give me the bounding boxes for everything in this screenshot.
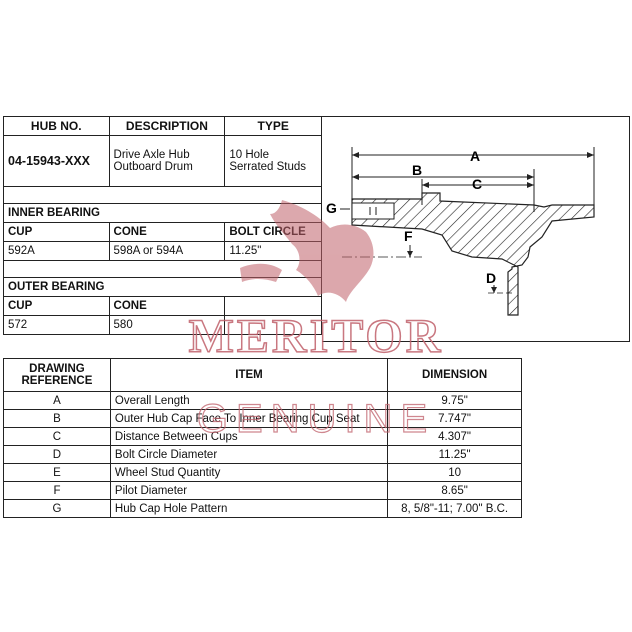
row-reference: A <box>3 391 111 410</box>
row-dimension: 8.65" <box>387 481 522 500</box>
arrow-icon <box>422 182 429 188</box>
description-header: DESCRIPTION <box>108 116 226 136</box>
inner-cup-value: 592A <box>3 241 110 261</box>
outer-bearing-title-row: OUTER BEARING <box>3 277 322 297</box>
row-item: Pilot Diameter <box>109 481 389 500</box>
spec-header-row: HUB NO. DESCRIPTION TYPE <box>3 116 322 136</box>
dimensions-header-row: DRAWING REFERENCE ITEM DIMENSION <box>3 358 522 392</box>
inner-bearing-value-row: 592A 598A or 594A 11.25" <box>3 241 322 261</box>
table-row: D Bolt Circle Diameter 11.25" <box>3 445 522 464</box>
bolt-circle-value: 11.25" <box>224 241 322 261</box>
arrow-icon <box>527 174 534 180</box>
inner-bearing-title-row: INNER BEARING <box>3 203 322 223</box>
outer-bearing-title: OUTER BEARING <box>3 277 322 297</box>
hub-number: 04-15943-XXX <box>3 135 110 187</box>
dimensions-table: DRAWING REFERENCE ITEM DIMENSION A Overa… <box>3 358 522 518</box>
ref-header-line-2: REFERENCE <box>21 375 93 387</box>
row-reference: B <box>3 409 111 428</box>
arrow-icon <box>407 251 413 257</box>
arrow-icon <box>491 287 497 293</box>
ref-header-line-1: DRAWING <box>29 363 85 375</box>
inner-cup-label: CUP <box>3 222 110 242</box>
row-dimension: 11.25" <box>387 445 522 464</box>
row-item: Hub Cap Hole Pattern <box>109 499 389 518</box>
bolt-circle-label: BOLT CIRCLE <box>224 222 322 242</box>
inner-bearing-label-row: CUP CONE BOLT CIRCLE <box>3 222 322 242</box>
hub-drawing: A B C G F D <box>326 147 595 316</box>
label-c: C <box>472 176 482 192</box>
row-dimension: 4.307" <box>387 427 522 446</box>
label-d: D <box>486 270 496 286</box>
spacer-cell <box>3 260 322 278</box>
hub-no-header: HUB NO. <box>3 116 110 136</box>
outer-empty-cell <box>224 296 322 316</box>
label-a: A <box>470 148 480 164</box>
type-header: TYPE <box>224 116 322 136</box>
table-row: E Wheel Stud Quantity 10 <box>3 463 522 482</box>
table-row: B Outer Hub Cap Face To Inner Bearing Cu… <box>3 409 522 428</box>
table-row: A Overall Length 9.75" <box>3 391 522 410</box>
row-item: Wheel Stud Quantity <box>109 463 389 482</box>
spec-spacer-row <box>3 260 322 278</box>
outer-cup-label: CUP <box>3 296 110 316</box>
label-f: F <box>404 228 413 244</box>
spec-spacer-row <box>3 186 322 204</box>
row-item: Distance Between Cups <box>109 427 389 446</box>
hub-cross-section-diagram: A B C G F D <box>322 116 630 342</box>
outer-cone-value: 580 <box>108 315 226 335</box>
arrow-icon <box>527 182 534 188</box>
description-line-1: Drive Axle Hub <box>113 149 190 161</box>
row-item: Bolt Circle Diameter <box>109 445 389 464</box>
hub-cap-bore <box>351 202 395 220</box>
outer-empty-cell <box>224 315 322 335</box>
row-item: Outer Hub Cap Face To Inner Bearing Cup … <box>109 409 389 428</box>
hub-type: 10 Hole Serrated Studs <box>224 135 322 187</box>
hub-section <box>351 192 595 316</box>
inner-cone-label: CONE <box>108 222 226 242</box>
label-b: B <box>412 162 422 178</box>
spec-hub-row: 04-15943-XXX Drive Axle Hub Outboard Dru… <box>3 135 322 187</box>
row-reference: F <box>3 481 111 500</box>
row-reference: D <box>3 445 111 464</box>
type-line-1: 10 Hole <box>229 149 269 161</box>
row-dimension: 8, 5/8"-11; 7.00" B.C. <box>387 499 522 518</box>
row-reference: E <box>3 463 111 482</box>
inner-bearing-title: INNER BEARING <box>3 203 322 223</box>
spacer-cell <box>3 186 322 204</box>
table-row: G Hub Cap Hole Pattern 8, 5/8"-11; 7.00"… <box>3 499 522 518</box>
row-dimension: 9.75" <box>387 391 522 410</box>
arrow-icon <box>352 152 359 158</box>
dimension-header: DIMENSION <box>387 358 522 392</box>
hub-description: Drive Axle Hub Outboard Drum <box>108 135 226 187</box>
row-reference: G <box>3 499 111 518</box>
outer-cone-label: CONE <box>108 296 226 316</box>
label-g: G <box>326 200 337 216</box>
arrow-icon <box>587 152 594 158</box>
hub-spec-table: HUB NO. DESCRIPTION TYPE 04-15943-XXX Dr… <box>3 116 322 335</box>
type-line-2: Serrated Studs <box>229 161 307 173</box>
row-item: Overall Length <box>109 391 389 410</box>
row-reference: C <box>3 427 111 446</box>
outer-bearing-value-row: 572 580 <box>3 315 322 335</box>
outer-cup-value: 572 <box>3 315 110 335</box>
description-line-2: Outboard Drum <box>113 161 193 173</box>
row-dimension: 7.747" <box>387 409 522 428</box>
row-dimension: 10 <box>387 463 522 482</box>
drawing-reference-header: DRAWING REFERENCE <box>3 358 111 392</box>
outer-bearing-label-row: CUP CONE <box>3 296 322 316</box>
arrow-icon <box>352 174 359 180</box>
item-header: ITEM <box>109 358 389 392</box>
table-row: C Distance Between Cups 4.307" <box>3 427 522 446</box>
table-row: F Pilot Diameter 8.65" <box>3 481 522 500</box>
inner-cone-value: 598A or 594A <box>108 241 226 261</box>
